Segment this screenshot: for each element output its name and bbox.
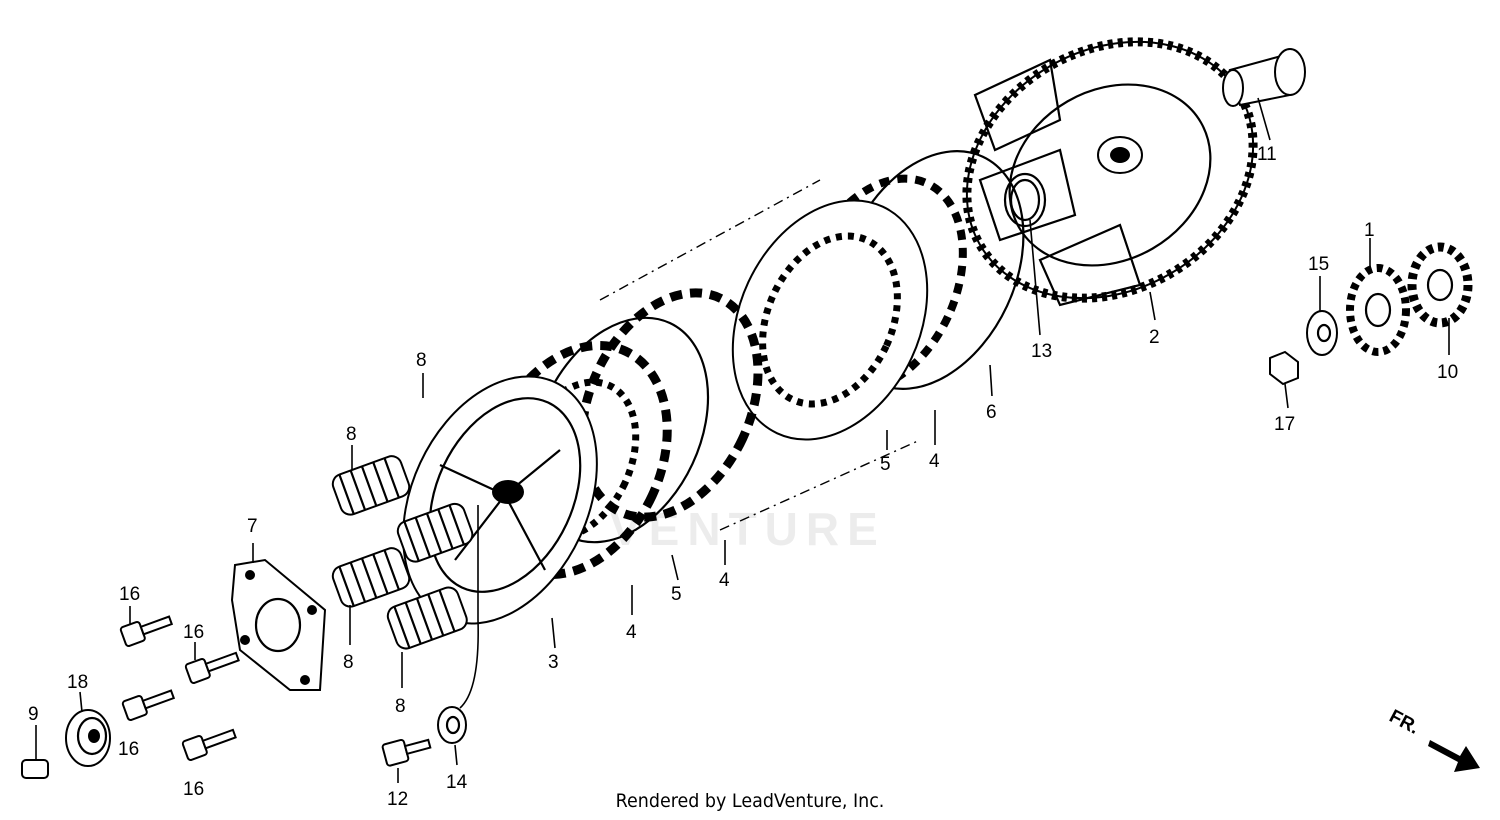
callout-16: 16 xyxy=(119,584,140,605)
lifter-rod-part xyxy=(21,759,49,779)
callout-18: 18 xyxy=(67,672,88,693)
callout-10: 10 xyxy=(1437,362,1458,383)
footer-credit: Rendered by LeadVenture, Inc. xyxy=(0,790,1500,812)
assembly-guide-lines xyxy=(599,179,921,531)
footer-text: Rendered by LeadVenture, Inc. xyxy=(615,790,885,812)
callout-13: 13 xyxy=(1031,341,1052,362)
callout-3: 3 xyxy=(548,652,559,673)
lifter-plate-part xyxy=(230,558,327,691)
clutch-outer-part xyxy=(962,37,1258,307)
callout-4: 4 xyxy=(719,570,730,591)
lock-nut-part xyxy=(1269,350,1299,386)
callout-6: 6 xyxy=(986,402,997,423)
thrust-washer-part xyxy=(1009,178,1041,222)
leader-lines xyxy=(35,97,1450,783)
watermark-text: VENTURE xyxy=(610,503,886,555)
callout-labels: 1 2 3 4 4 4 5 5 6 7 8 8 8 8 9 10 11 12 1… xyxy=(28,144,1458,810)
lock-washer-part xyxy=(437,706,467,744)
front-direction-indicator: FR. xyxy=(1386,706,1480,772)
callout-8: 8 xyxy=(343,652,354,673)
spring-parts xyxy=(331,455,474,650)
callout-8: 8 xyxy=(395,696,406,717)
callout-12: 12 xyxy=(387,789,408,810)
callout-9: 9 xyxy=(28,704,39,725)
clutch-center-part xyxy=(402,375,598,625)
callout-16: 16 xyxy=(183,622,204,643)
callout-15: 15 xyxy=(1308,254,1329,275)
bolt-parts xyxy=(119,615,240,761)
drive-gear-10-part xyxy=(1407,242,1473,328)
callout-11: 11 xyxy=(1257,144,1277,165)
front-direction-label: FR. xyxy=(1386,706,1423,739)
callout-14: 14 xyxy=(446,772,468,793)
rear-disc-stack-part xyxy=(731,174,967,441)
callout-5: 5 xyxy=(880,454,891,475)
callout-7: 7 xyxy=(247,516,258,537)
primary-gear-washer-part xyxy=(1306,310,1338,356)
bearing-part xyxy=(65,709,111,767)
callout-4: 4 xyxy=(626,622,637,643)
callout-1: 1 xyxy=(1364,220,1375,241)
callout-17: 17 xyxy=(1274,414,1295,435)
callout-8: 8 xyxy=(346,424,357,445)
callout-8: 8 xyxy=(416,350,427,371)
primary-drive-gear-part xyxy=(1346,264,1410,356)
bushing-part xyxy=(1222,48,1306,107)
callout-4: 4 xyxy=(929,451,940,472)
callout-5: 5 xyxy=(671,584,682,605)
callout-16: 16 xyxy=(183,779,204,800)
callout-16: 16 xyxy=(118,739,139,760)
center-nut-part xyxy=(381,738,432,767)
callout-2: 2 xyxy=(1149,327,1160,348)
